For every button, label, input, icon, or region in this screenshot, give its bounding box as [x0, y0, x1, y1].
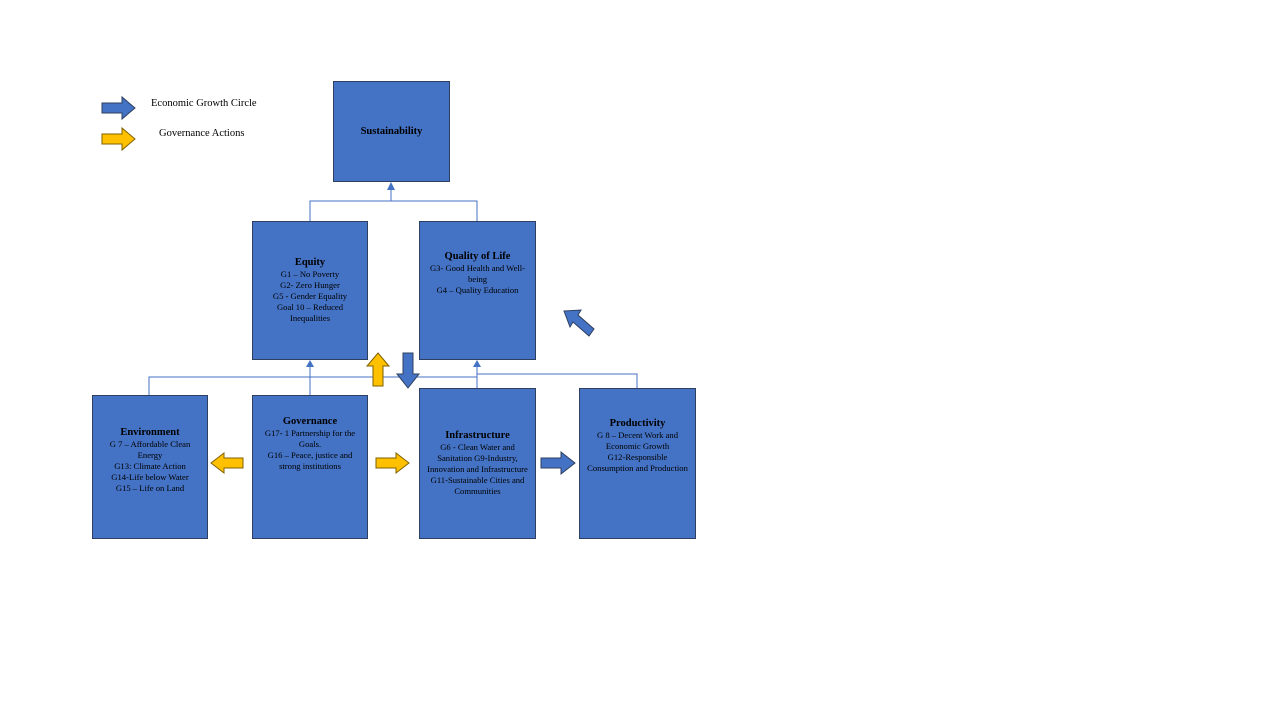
- environment-box: Environment G 7 – Affordable Clean Energ…: [92, 395, 208, 539]
- legend-label-economic: Economic Growth Circle: [151, 98, 257, 109]
- sustainability-title: Sustainability: [360, 125, 423, 137]
- productivity-goal: G 8 – Decent Work and Economic Growth: [596, 430, 678, 451]
- infrastructure-goal: G6 - Clean Water and Sanitation G9-Indus…: [427, 442, 528, 474]
- equity-goal: Goal 10 – Reduced Inequalities: [276, 302, 344, 323]
- economic-arrow-diagonal-icon: [563, 309, 595, 337]
- arrowhead-sustainability: [387, 182, 395, 190]
- governance-goal: G17- 1 Partnership for the Goals.: [264, 428, 356, 449]
- quality-of-life-box: Quality of Life G3- Good Health and Well…: [419, 221, 536, 360]
- connector-equity-sustainability: [309, 200, 478, 221]
- infrastructure-box: Infrastructure G6 - Clean Water and Sani…: [419, 388, 536, 539]
- arrowhead-equity: [306, 360, 314, 367]
- environment-goal: G15 – Life on Land: [115, 483, 185, 493]
- environment-goal: G 7 – Affordable Clean Energy: [109, 439, 191, 460]
- equity-title: Equity: [294, 257, 326, 268]
- connector-productivity: [477, 373, 638, 388]
- infrastructure-title: Infrastructure: [445, 430, 510, 441]
- governance-box: Governance G17- 1 Partnership for the Go…: [252, 395, 368, 539]
- equity-goal: G1 – No Poverty: [280, 269, 340, 279]
- quality-of-life-goal: G3- Good Health and Well-being: [429, 263, 526, 284]
- governance-arrow-right-icon: [375, 451, 410, 475]
- economic-arrow-right-icon: [540, 450, 576, 476]
- equity-goal: G2- Zero Hunger: [280, 280, 340, 290]
- environment-goal: G14-Life below Water: [111, 472, 189, 482]
- productivity-box: Productivity G 8 – Decent Work and Econo…: [579, 388, 696, 539]
- environment-goal: G13: Climate Action: [114, 461, 186, 471]
- sustainability-box: Sustainability: [333, 81, 450, 182]
- quality-of-life-title: Quality of Life: [444, 251, 511, 262]
- connector-arrowheads: [306, 182, 481, 367]
- infrastructure-goal: G11-Sustainable Cities and Communities: [430, 475, 525, 496]
- governance-title: Governance: [282, 416, 338, 427]
- equity-goal: G5 - Gender Equality: [272, 291, 348, 301]
- arrowhead-quality-of-life: [473, 360, 481, 367]
- governance-goal: G16 – Peace, justice and strong institut…: [267, 450, 353, 471]
- legend-economic-arrow-icon: [101, 95, 136, 121]
- economic-arrow-down-icon: [395, 352, 421, 389]
- productivity-title: Productivity: [609, 418, 666, 429]
- connector-environment-infrastructure: [148, 376, 477, 395]
- legend-governance-arrow-icon: [101, 126, 136, 152]
- equity-box: Equity G1 – No Poverty G2- Zero Hunger G…: [252, 221, 368, 360]
- connectors: [148, 189, 638, 395]
- productivity-goal: G12-Responsible Consumption and Producti…: [587, 452, 688, 473]
- quality-of-life-goal: G4 – Quality Education: [436, 285, 519, 295]
- legend-label-governance: Governance Actions: [159, 128, 245, 139]
- governance-arrow-left-icon: [210, 451, 244, 475]
- governance-arrow-up-icon: [365, 352, 391, 387]
- environment-title: Environment: [120, 427, 180, 438]
